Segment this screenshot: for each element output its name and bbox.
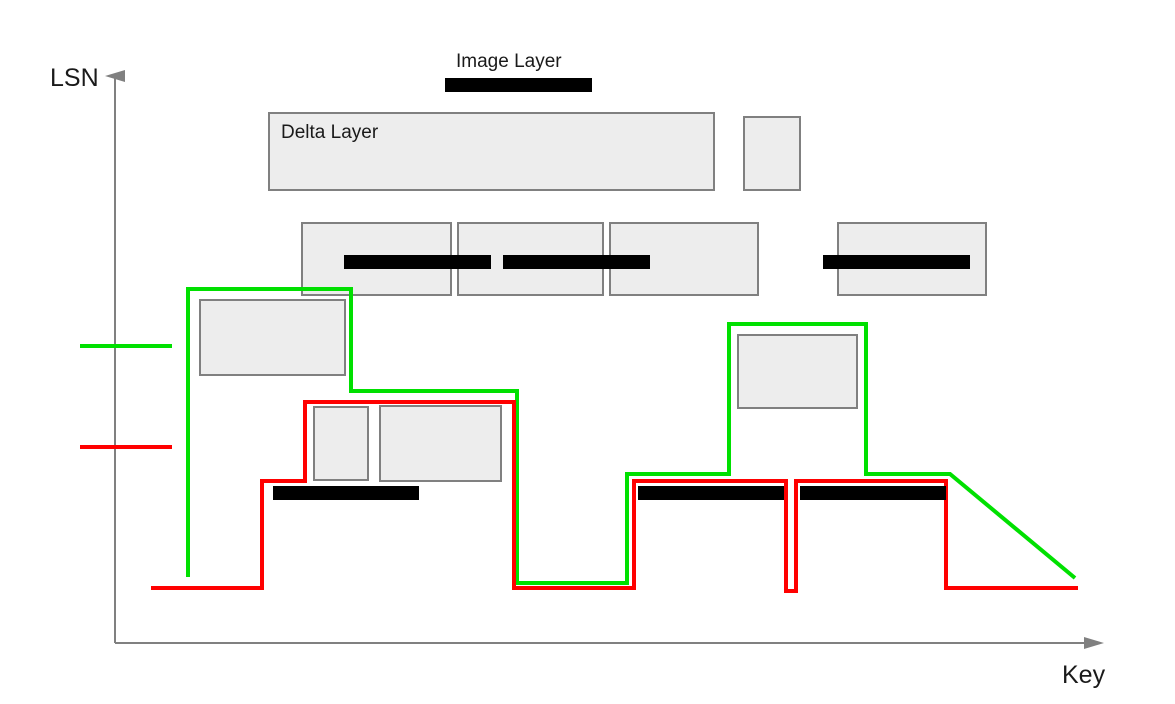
red-lsn-boundary [151, 400, 1078, 593]
delta-layer-box-small [313, 406, 369, 481]
image-layer-bars-row2 [344, 255, 970, 269]
image-layer-bar-mid-center [503, 255, 650, 269]
delta-layer-box-wide [379, 405, 502, 482]
y-axis-label: LSN [50, 64, 99, 92]
image-layer-bars-lower [273, 486, 946, 500]
axis-group [105, 70, 1104, 649]
image-layer-bar-mid-right [823, 255, 970, 269]
delta-layer-box-top-right [743, 116, 801, 191]
delta-layer-box-left [199, 299, 346, 376]
x-axis-label: Key [1062, 661, 1106, 689]
lsn-marker-group [80, 344, 172, 449]
image-layer-bar-lower-center [638, 486, 784, 500]
image-layer-bar-lower-left [273, 486, 419, 500]
image-layer-bar-top [445, 78, 592, 92]
delta-layer-label: Delta Layer [281, 122, 379, 143]
image-layer-bar-lower-right [800, 486, 946, 500]
delta-layer-box-main [268, 112, 715, 191]
image-layer-label: Image Layer [456, 51, 562, 72]
delta-layer-box-right [737, 334, 858, 409]
green-lsn-boundary [186, 287, 1077, 585]
image-layer-bar-mid-left [344, 255, 491, 269]
